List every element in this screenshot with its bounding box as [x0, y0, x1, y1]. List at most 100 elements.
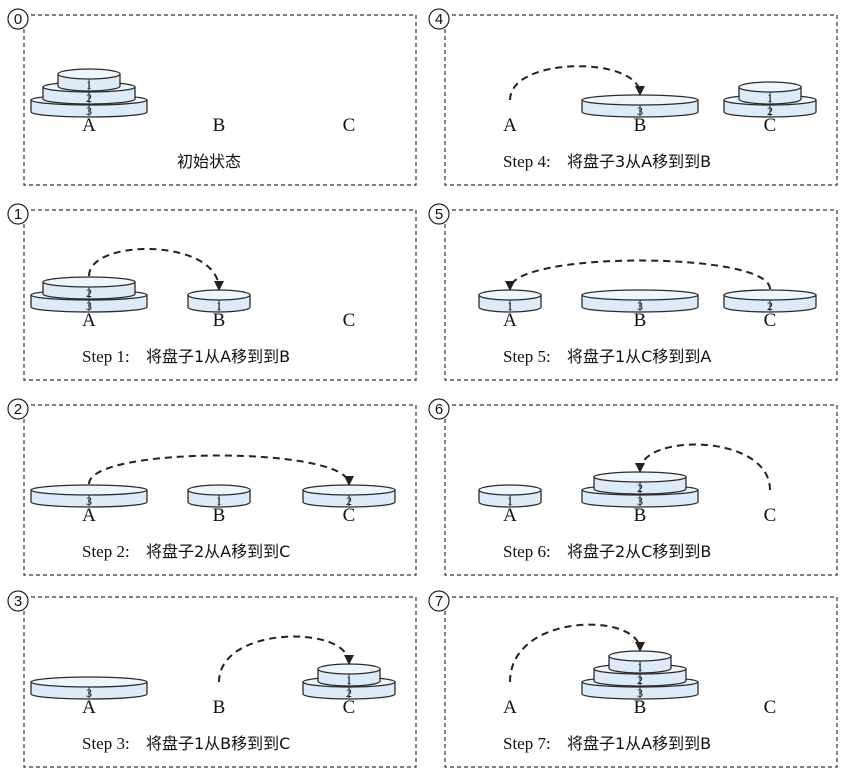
panel-frame: [23, 596, 417, 768]
disk-label: 2: [346, 494, 352, 508]
step-number: 3: [14, 593, 22, 610]
peg-label-a: A: [503, 697, 517, 718]
peg-label-a: A: [503, 505, 517, 526]
disk-1: 1: [57, 68, 121, 92]
peg-label-a: A: [503, 310, 517, 331]
move-arrow: [88, 454, 354, 486]
disk-label: 3: [637, 104, 643, 118]
peg-label-b: B: [213, 310, 226, 331]
disk-label: 3: [86, 494, 92, 508]
peg-label-c: C: [764, 310, 777, 331]
peg-label-c: C: [343, 310, 356, 331]
step-description: 将盘子3从A移到到B: [567, 152, 711, 171]
step-number-badge: 7: [428, 590, 450, 612]
step-number-badge: 4: [428, 8, 450, 30]
panel-frame: [444, 596, 838, 768]
peg-label-a: A: [82, 115, 96, 136]
step-number: 2: [14, 401, 22, 418]
peg-label-c: C: [343, 697, 356, 718]
disk-2: 2: [593, 471, 687, 495]
move-arrow: [505, 259, 771, 291]
disk-label: 3: [86, 104, 92, 118]
step-label: Step 4:: [503, 152, 551, 171]
step-panel-4: 4 3 21A B C Step 4: 将盘子3从A移到到B: [428, 8, 838, 186]
step-number: 1: [14, 206, 22, 223]
panel-frame: [23, 209, 417, 381]
disk-label: 1: [637, 660, 643, 674]
disk-1: 1: [478, 289, 542, 313]
step-description: 将盘子1从B移到到C: [146, 734, 290, 753]
step-panel-6: 6 1 32A B C Step 6: 将盘子2从C移到到B: [428, 398, 838, 576]
disk-label: 3: [86, 686, 92, 700]
peg-label-a: A: [82, 697, 96, 718]
peg-label-a: A: [82, 505, 96, 526]
disk-label: 2: [86, 286, 92, 300]
step-number-badge: 1: [7, 203, 29, 225]
step-label: Step 1:: [82, 347, 130, 366]
panel-frame: [23, 14, 417, 186]
disk-label: 1: [767, 91, 773, 105]
move-arrow: [509, 65, 645, 101]
peg-label-b: B: [634, 115, 647, 136]
step-description: 将盘子1从A移到到B: [146, 347, 290, 366]
disk-label: 3: [637, 494, 643, 508]
peg-label-c: C: [764, 697, 777, 718]
disk-label: 3: [637, 299, 643, 313]
peg-label-b: B: [213, 115, 226, 136]
disk-3: 3: [581, 289, 699, 313]
disk-label: 3: [637, 686, 643, 700]
panel-frame: [444, 14, 838, 186]
step-description: 将盘子1从A移到到B: [567, 734, 711, 753]
peg-label-c: C: [343, 115, 356, 136]
disk-1: 1: [187, 484, 251, 508]
step-number: 6: [435, 401, 443, 418]
step-label: Step 3:: [82, 734, 130, 753]
panel-frame: [444, 209, 838, 381]
step-number-badge: 3: [7, 590, 29, 612]
peg-label-b: B: [213, 505, 226, 526]
initial-state-label: 初始状态: [177, 152, 241, 171]
disk-label: 1: [216, 494, 222, 508]
disk-2: 2: [42, 276, 136, 300]
step-number: 4: [435, 11, 443, 28]
disk-label: 2: [86, 91, 92, 105]
panel-frame: [23, 404, 417, 576]
move-arrow: [635, 443, 771, 491]
step-number: 0: [14, 11, 22, 28]
disk-label: 2: [637, 673, 643, 687]
peg-label-c: C: [764, 115, 777, 136]
step-number-badge: 0: [7, 8, 29, 30]
peg-label-a: A: [82, 310, 96, 331]
disk-label: 1: [507, 494, 513, 508]
move-arrow: [218, 635, 354, 683]
step-description: 将盘子1从C移到到A: [567, 347, 711, 366]
step-number: 7: [435, 593, 443, 610]
disk-1: 1: [738, 81, 802, 105]
step-label: Step 7:: [503, 734, 551, 753]
disk-label: 2: [767, 104, 773, 118]
move-arrow: [88, 247, 224, 291]
peg-label-c: C: [764, 505, 777, 526]
disk-label: 2: [346, 686, 352, 700]
disk-label: 1: [507, 299, 513, 313]
step-description: 将盘子2从C移到到B: [567, 542, 711, 561]
peg-label-c: C: [343, 505, 356, 526]
move-arrow: [509, 623, 645, 683]
step-description: 将盘子2从A移到到C: [146, 542, 290, 561]
step-number: 5: [435, 206, 443, 223]
disk-1: 1: [478, 484, 542, 508]
step-number-badge: 6: [428, 398, 450, 420]
peg-label-b: B: [634, 505, 647, 526]
peg-label-a: A: [503, 115, 517, 136]
disk-label: 1: [346, 673, 352, 687]
step-label: Step 6:: [503, 542, 551, 561]
disk-label: 1: [216, 299, 222, 313]
disk-1: 1: [608, 650, 672, 674]
